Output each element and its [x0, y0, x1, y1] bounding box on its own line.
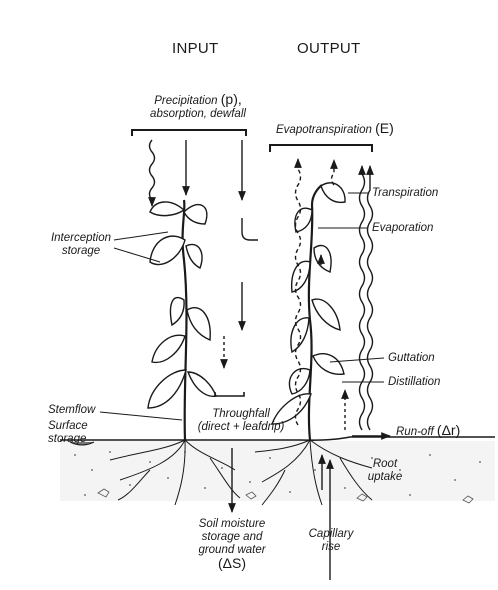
capillary-rise-label: Capillary rise: [296, 528, 366, 554]
soil-moisture-symbol: (ΔS): [217, 555, 246, 571]
evapotranspiration-text: Evapotranspiration: [276, 124, 372, 136]
soil: [60, 441, 495, 501]
surface-storage-text: storage: [48, 433, 87, 445]
interception-text: Interception: [50, 232, 112, 244]
evapotranspiration-symbol: (E): [375, 120, 394, 136]
uptake-text: uptake: [367, 471, 403, 483]
soil-texture: [74, 451, 481, 504]
interception-storage-text: storage: [61, 245, 101, 257]
throughfall-label: Throughfall (direct + leafdrip): [186, 408, 296, 434]
precipitation-symbol: (p),: [220, 91, 242, 107]
evapotranspiration-label: Evapotranspiration (E): [276, 120, 394, 137]
leader-lines: [99, 192, 385, 421]
surface-storage-label: Surface storage: [48, 420, 88, 446]
rise-text: rise: [321, 541, 341, 553]
surface-storage-puddle: [69, 441, 95, 446]
evaporation-label: Evaporation: [372, 222, 434, 234]
throughfall-detail-text: (direct + leafdrip): [197, 421, 285, 433]
ground-water-text: ground water: [198, 544, 266, 556]
transpiration-label: Transpiration: [372, 187, 439, 199]
runoff-label: Run-off (Δr): [396, 422, 461, 439]
plant-left: [109, 199, 241, 506]
guttation-label: Guttation: [388, 352, 435, 364]
runoff-text: Run-off: [396, 426, 434, 438]
input-header: INPUT: [172, 40, 219, 57]
precipitation-arrows: [131, 129, 258, 397]
storage-and-text: storage and: [201, 531, 263, 543]
runoff-symbol: (Δr): [436, 422, 461, 438]
surface-text: Surface: [48, 420, 88, 432]
precipitation-text: Precipitation: [154, 95, 218, 107]
soil-moisture-label: Soil moisture storage and ground water (…: [180, 518, 284, 572]
output-header: OUTPUT: [297, 40, 361, 57]
interception-storage-label: Interception storage: [46, 232, 116, 258]
evapotranspiration-arrows: [269, 144, 374, 431]
distillation-label: Distillation: [388, 376, 441, 388]
root-uptake-label: Root uptake: [350, 458, 420, 484]
soil-moisture-text: Soil moisture: [198, 518, 266, 530]
absorption-dewfall-text: absorption, dewfall: [150, 108, 246, 120]
root-text: Root: [372, 458, 398, 470]
precipitation-label: Precipitation (p), absorption, dewfall: [128, 91, 268, 121]
capillary-text: Capillary: [308, 528, 354, 540]
stemflow-label: Stemflow: [48, 404, 96, 416]
throughfall-text: Throughfall: [212, 408, 270, 420]
ground: [60, 436, 495, 501]
plant-right: [254, 182, 373, 506]
